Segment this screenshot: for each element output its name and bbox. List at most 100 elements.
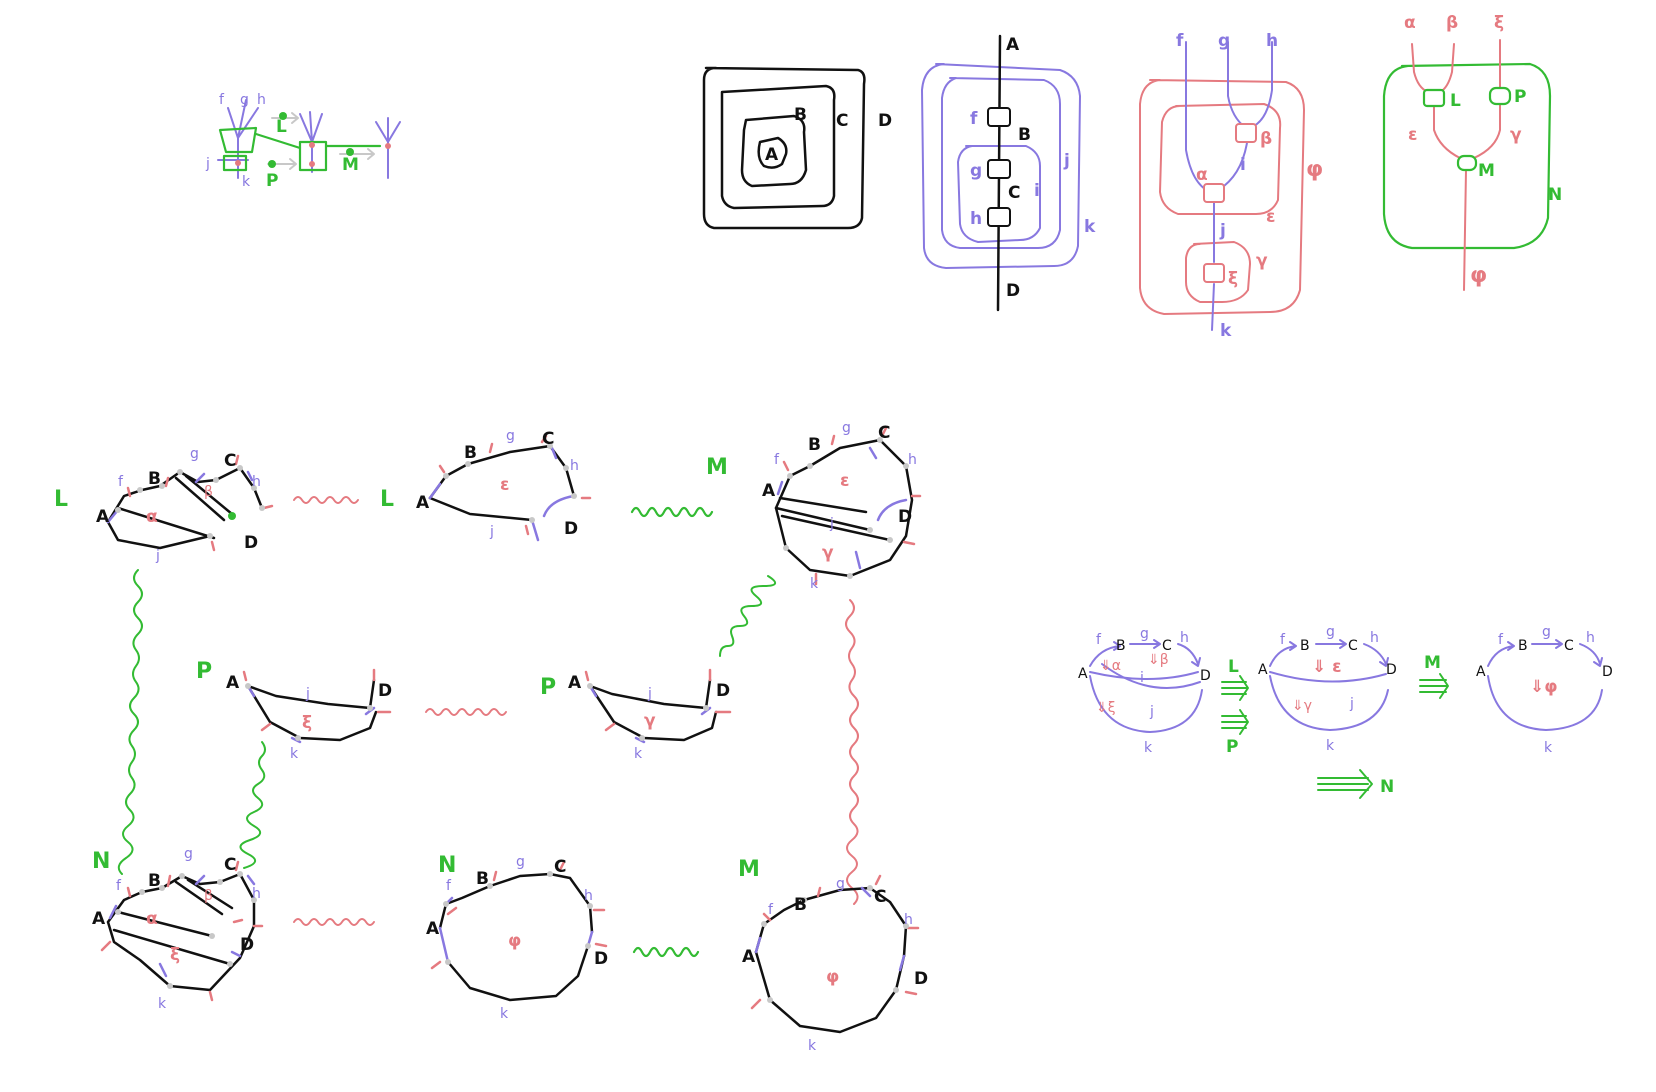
purple-wire-label-C: C (1008, 183, 1020, 203)
nested-black-label-C: C (836, 111, 848, 131)
r3c2-edge-k: k (500, 1006, 509, 1022)
green-box-label-P: P (1514, 87, 1526, 107)
green-region-label-N: N (1548, 185, 1562, 205)
r1c1-step-label: L (54, 487, 68, 512)
r1c1-edge-g: g (190, 446, 199, 462)
d1-vertex-D: D (1200, 668, 1211, 684)
d1-cell-xi: ⇓ξ (1096, 700, 1116, 716)
squiggle-r1c1-r3c1 (117, 569, 143, 875)
purple-region-label-k: k (1084, 217, 1096, 237)
r2c1-vertex-A: A (226, 673, 240, 693)
d2-vertex-A: A (1258, 662, 1268, 678)
red-wire-label-h: h (1266, 31, 1278, 51)
small-label-g: g (240, 92, 249, 108)
grid-r3c3: A B C D f g h k φ M (738, 857, 928, 1054)
d1-edge-i: i (1140, 670, 1144, 686)
r1c2-edge-g: g (506, 428, 515, 444)
r1c3-edge-j: j (829, 516, 834, 532)
d2-edge-j: j (1349, 696, 1354, 712)
r1c2-cell-epsilon: ε (500, 475, 509, 495)
squiggle-r3c2-r3c3 (632, 946, 700, 958)
r3c3-cell-phi: φ (826, 967, 839, 987)
r1c3-vertex-C: C (878, 423, 890, 443)
r3c2-edge-g: g (516, 854, 525, 870)
r1c3-cell-gamma: γ (822, 543, 834, 563)
grid-r1c1: A B C D f g h j α β L (54, 446, 274, 564)
r3c3-step-label: M (738, 857, 760, 882)
r1c3-edge-k: k (810, 576, 819, 592)
r3c2-vertex-A: A (426, 919, 440, 939)
r2c2-cell-gamma: γ (644, 711, 656, 731)
d3-vertex-B: B (1518, 638, 1528, 654)
r3c2-vertex-D: D (594, 949, 608, 969)
d1-edge-g: g (1140, 626, 1149, 642)
r3c3-edge-g: g (836, 876, 845, 892)
grid-r2c2: A D j k γ P (540, 668, 732, 762)
green-top-label-xi: ξ (1494, 13, 1504, 33)
small-label-P: P (266, 171, 278, 191)
purple-wire-label-D: D (1006, 281, 1020, 301)
small-label-L: L (276, 117, 287, 137)
sequence-arrow-1: L P (1221, 657, 1249, 757)
r1c2-vertex-A: A (416, 493, 430, 513)
r3c3-edge-h: h (904, 912, 913, 928)
arrow3-label-N: N (1380, 777, 1394, 797)
sequence-diagram-3: A B C D f g h k ⇓φ (1476, 624, 1613, 756)
r1c1-vertex-C: C (224, 451, 236, 471)
d3-edge-h: h (1586, 630, 1595, 646)
red-wire-label-g: g (1218, 31, 1230, 51)
d1-edge-h: h (1180, 630, 1189, 646)
purple-box-label-f: f (970, 109, 978, 129)
red-region-label-epsilon: ε (1266, 207, 1275, 227)
green-top-label-beta: β (1446, 13, 1458, 33)
r3c3-vertex-D: D (914, 969, 928, 989)
red-wire-label-j: j (1219, 221, 1226, 241)
r1c3-step-label: M (706, 455, 728, 480)
r2c1-edge-k: k (290, 746, 299, 762)
r3c2-step-label: N (438, 853, 456, 878)
green-bottom-label-phi: φ (1470, 263, 1487, 288)
r2c2-edge-k: k (634, 746, 643, 762)
d3-edge-g: g (1542, 624, 1551, 640)
r3c1-cell-beta: β (204, 888, 213, 904)
small-label-k: k (242, 174, 251, 190)
purple-region-label-i: i (1034, 181, 1040, 201)
r1c2-edge-h: h (570, 458, 579, 474)
squiggle-r2c1-r3c1 (239, 741, 266, 869)
r2c2-edge-j: j (647, 686, 652, 702)
small-label-h: h (257, 92, 266, 108)
r2c1-vertex-D: D (378, 681, 392, 701)
green-region-label-epsilon: ε (1408, 125, 1417, 145)
d3-cell-phi: ⇓φ (1530, 677, 1558, 697)
nested-red-diagram: f g h i j k α β ξ ε γ φ (1139, 31, 1323, 341)
d1-edge-j: j (1149, 704, 1154, 720)
r3c2-cell-phi: φ (508, 931, 521, 951)
d3-vertex-A: A (1476, 664, 1486, 680)
r1c3-edge-f: f (774, 452, 780, 468)
green-box-label-M: M (1478, 161, 1495, 181)
purple-box-label-h: h (970, 209, 982, 229)
r1c3-cell-epsilon: ε (840, 471, 849, 491)
r3c1-vertex-A: A (92, 909, 106, 929)
r1c3-vertex-D: D (898, 507, 912, 527)
grid-r1c3: A B C D f g h j k ε γ M (706, 420, 922, 592)
r3c2-vertex-C: C (554, 857, 566, 877)
r1c2-step-label: L (380, 487, 394, 512)
d3-edge-f: f (1498, 632, 1504, 648)
r1c1-vertex-D: D (244, 533, 258, 553)
r3c1-cell-xi: ξ (170, 945, 180, 965)
r3c3-edge-f: f (768, 902, 774, 918)
r1c3-vertex-A: A (762, 481, 776, 501)
r3c1-edge-k: k (158, 996, 167, 1012)
d1-vertex-A: A (1078, 666, 1088, 682)
r3c3-vertex-A: A (742, 947, 756, 967)
green-top-label-alpha: α (1404, 13, 1416, 33)
r3c2-vertex-B: B (476, 869, 489, 889)
d1-edge-k: k (1144, 740, 1153, 756)
small-sketch: f g h j k L P M (205, 92, 401, 191)
r3c1-vertex-C: C (224, 855, 236, 875)
nested-green-diagram: α β ξ L P M ε γ N φ (1382, 13, 1562, 291)
d1-vertex-C: C (1162, 638, 1172, 654)
sequence-diagram-2: A B C D f g h j k ⇓ ε ⇓γ (1258, 624, 1397, 754)
